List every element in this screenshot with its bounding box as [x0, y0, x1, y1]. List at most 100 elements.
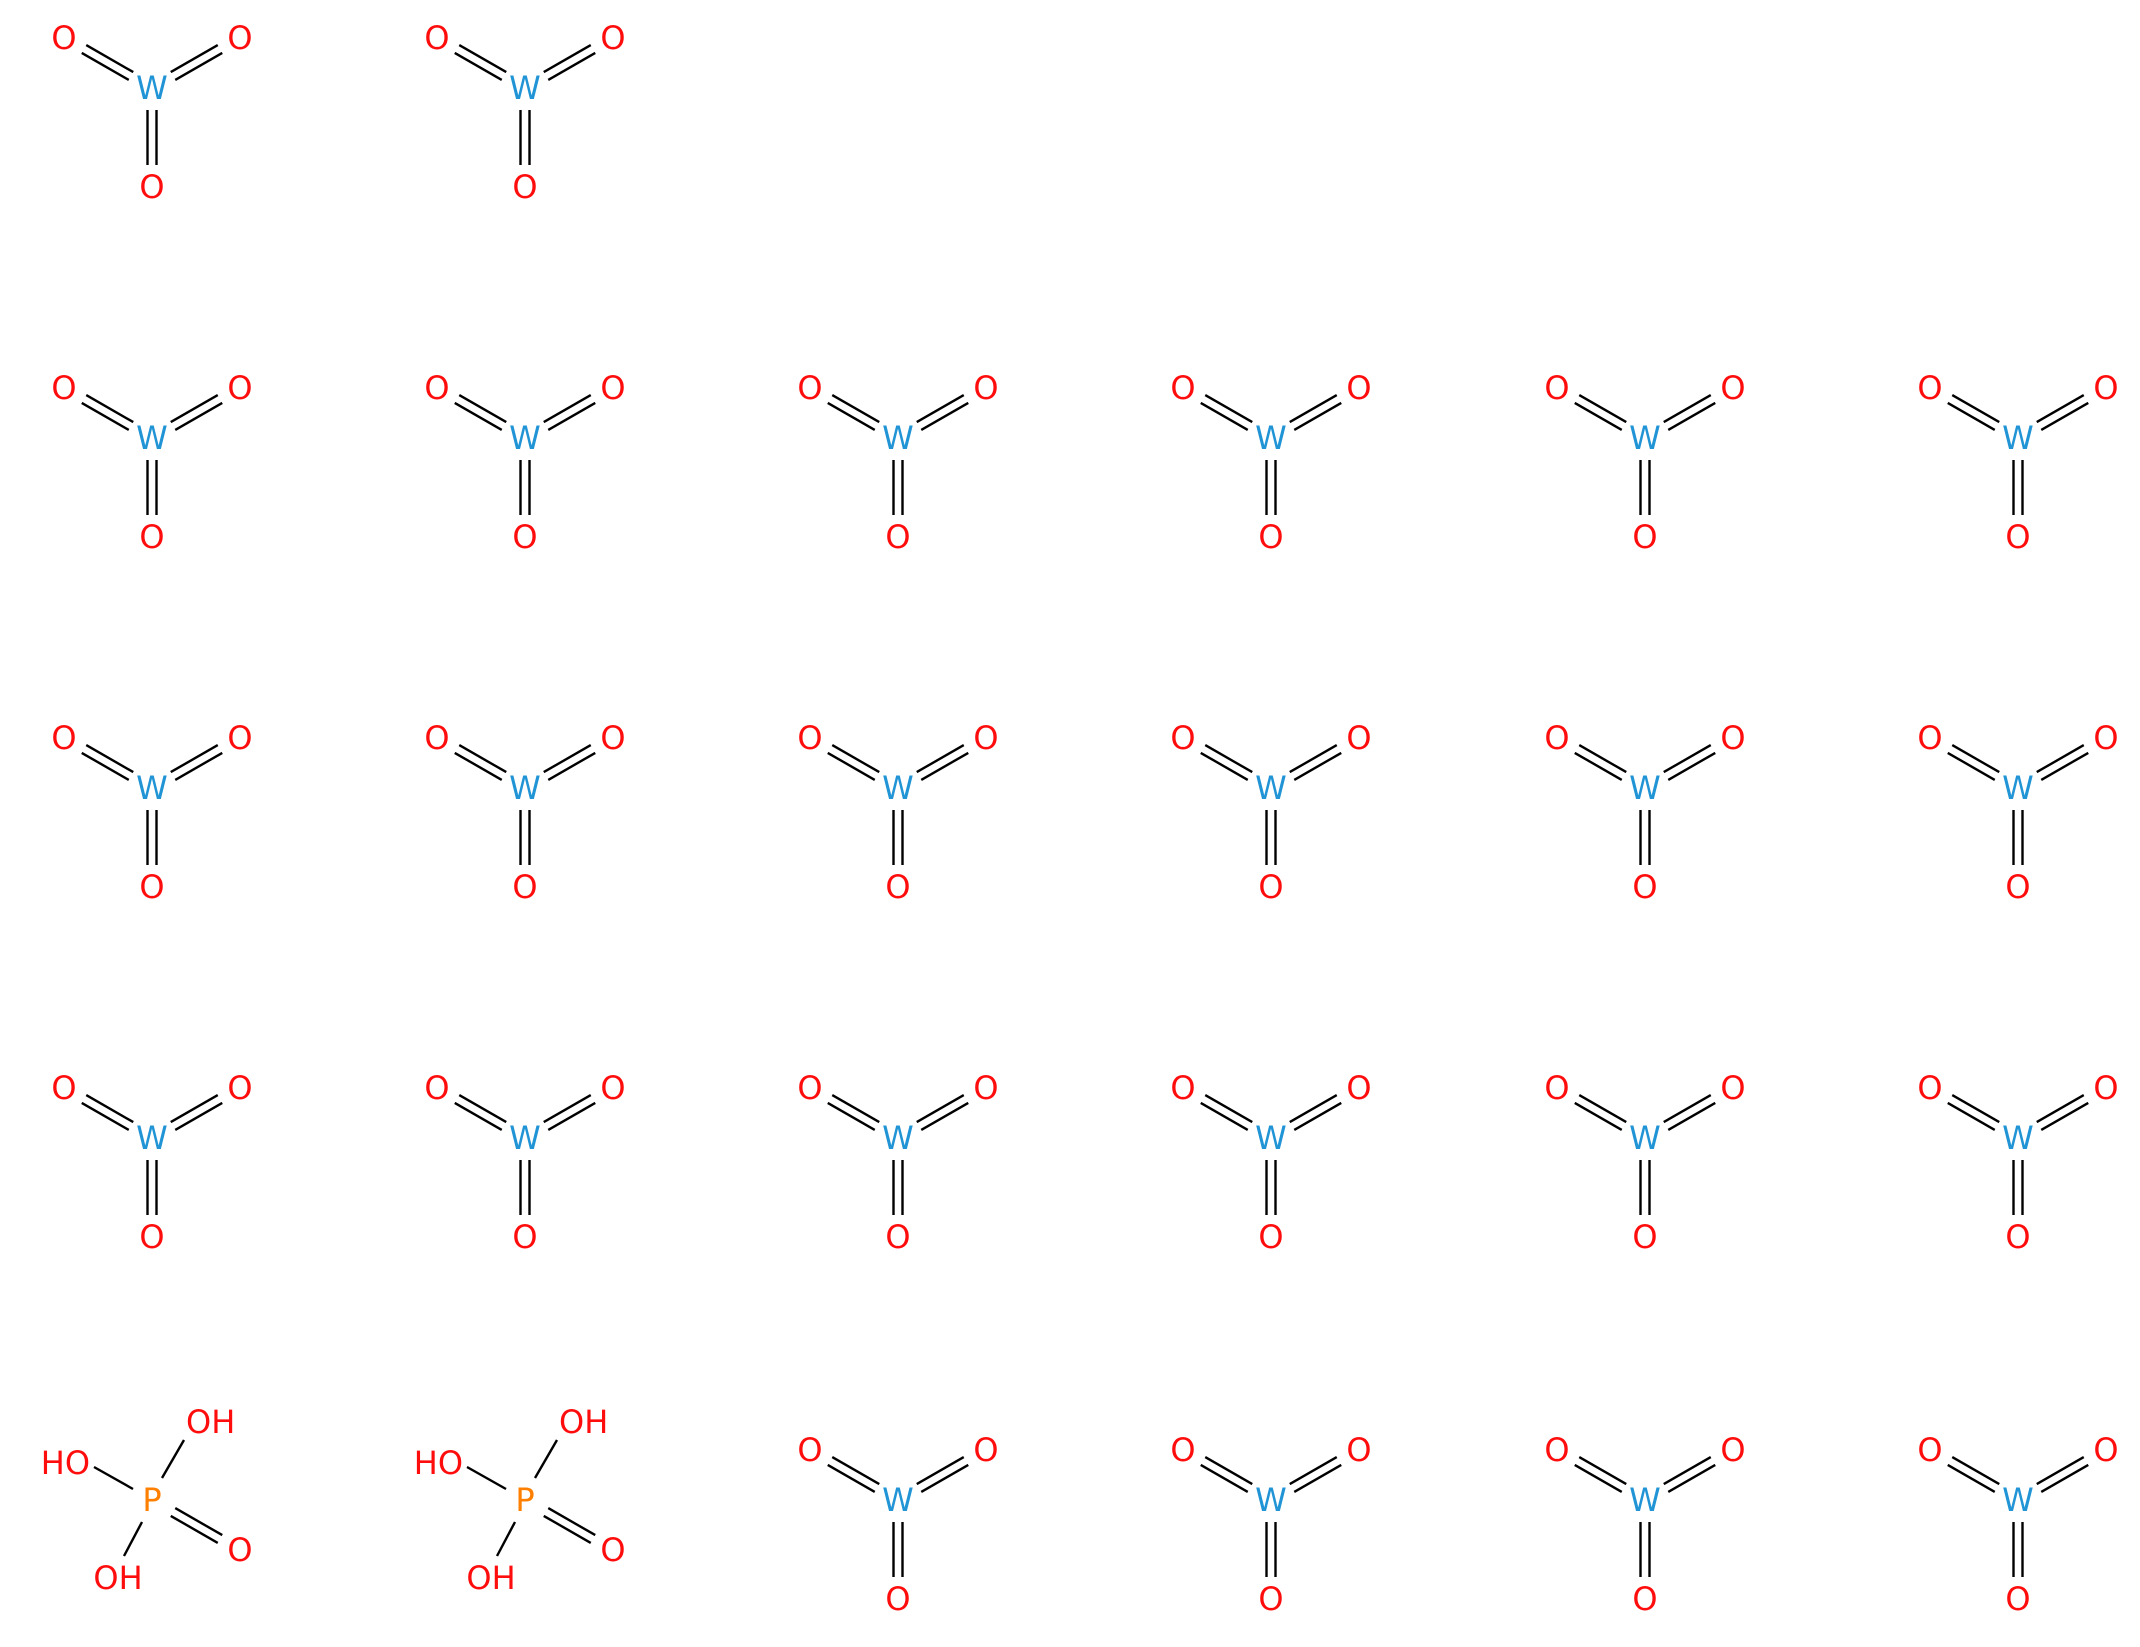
hydroxyl-group: OH: [559, 1403, 608, 1441]
tungsten-atom: W: [136, 69, 168, 107]
double-bond: [831, 744, 880, 774]
double-bond: [920, 751, 969, 781]
double-bond: [458, 44, 507, 74]
double-bond: [543, 394, 592, 424]
phosphorus-atom: P: [515, 1481, 534, 1519]
double-bond: [1951, 744, 2000, 774]
tungsten-atom: W: [882, 1481, 914, 1519]
double-bond: [547, 751, 596, 781]
double-bond: [916, 394, 965, 424]
double-bond: [1204, 394, 1253, 424]
oxygen-atom: O: [139, 868, 164, 906]
oxygen-atom: O: [600, 369, 625, 407]
double-bond: [458, 394, 507, 424]
tungsten-atom: W: [136, 769, 168, 807]
oxygen-atom: O: [227, 1069, 252, 1107]
double-bond: [1947, 1463, 1996, 1493]
oxygen-atom: O: [424, 1069, 449, 1107]
double-bond: [85, 394, 134, 424]
double-bond: [2040, 1463, 2089, 1493]
oxygen-atom: O: [797, 369, 822, 407]
oxygen-atom: O: [424, 369, 449, 407]
hydroxyl-group: OH: [93, 1559, 142, 1597]
double-bond: [1200, 1101, 1249, 1131]
oxygen-atom: O: [973, 369, 998, 407]
oxygen-atom: O: [424, 719, 449, 757]
double-bond: [1293, 401, 1342, 431]
double-bond: [1947, 751, 1996, 781]
oxygen-atom: O: [1544, 719, 1569, 757]
double-bond: [1293, 1101, 1342, 1131]
oxygen-atom: O: [1170, 1069, 1195, 1107]
tungsten-atom: W: [1255, 419, 1287, 457]
tungsten-atom: W: [509, 769, 541, 807]
double-bond: [1667, 401, 1716, 431]
oxygen-atom: O: [512, 518, 537, 556]
oxygen-atom: O: [600, 19, 625, 57]
double-bond: [81, 401, 130, 431]
double-bond: [543, 744, 592, 774]
hydroxyl-group: HO: [414, 1444, 463, 1482]
double-bond: [920, 1101, 969, 1131]
double-bond: [1663, 744, 1712, 774]
tungsten-atom: W: [882, 419, 914, 457]
hydroxyl-group: OH: [466, 1559, 515, 1597]
double-bond: [547, 51, 596, 81]
double-bond: [827, 1101, 876, 1131]
oxygen-atom: O: [973, 1069, 998, 1107]
oxygen-atom: O: [1544, 369, 1569, 407]
oxygen-atom: O: [1170, 1431, 1195, 1469]
tungsten-atom: W: [2002, 1119, 2034, 1157]
tungsten-atom: W: [1629, 1119, 1661, 1157]
double-bond: [543, 1514, 592, 1544]
oxygen-atom: O: [1170, 369, 1195, 407]
hydroxyl-group: OH: [186, 1403, 235, 1441]
oxygen-atom: O: [512, 868, 537, 906]
oxygen-atom: O: [973, 719, 998, 757]
tungsten-atom: W: [2002, 419, 2034, 457]
oxygen-atom: O: [1720, 1431, 1745, 1469]
oxygen-atom: O: [227, 719, 252, 757]
oxygen-atom: O: [51, 719, 76, 757]
double-bond: [920, 401, 969, 431]
tungsten-atom: W: [509, 69, 541, 107]
double-bond: [2036, 744, 2085, 774]
double-bond: [81, 1101, 130, 1131]
double-bond: [916, 1094, 965, 1124]
oxygen-atom: O: [2005, 518, 2030, 556]
oxygen-atom: O: [885, 1580, 910, 1618]
oxygen-atom: O: [51, 19, 76, 57]
oxygen-atom: O: [424, 19, 449, 57]
tungsten-atom: W: [882, 1119, 914, 1157]
double-bond: [454, 401, 503, 431]
oxygen-atom: O: [139, 518, 164, 556]
oxygen-atom: O: [2093, 369, 2118, 407]
phosphorus-atom: P: [142, 1481, 161, 1519]
double-bond: [1578, 1094, 1627, 1124]
oxygen-atom: O: [2005, 868, 2030, 906]
double-bond: [547, 1507, 596, 1537]
oxygen-atom: O: [512, 1218, 537, 1256]
oxygen-atom: O: [227, 369, 252, 407]
double-bond: [920, 1463, 969, 1493]
hydroxyl-group: HO: [41, 1444, 90, 1482]
oxygen-atom: O: [797, 719, 822, 757]
tungsten-atom: W: [509, 1119, 541, 1157]
double-bond: [1289, 394, 1338, 424]
oxygen-atom: O: [1917, 1069, 1942, 1107]
double-bond: [1951, 394, 2000, 424]
double-bond: [1663, 1456, 1712, 1486]
double-bond: [454, 1101, 503, 1131]
oxygen-atom: O: [1632, 868, 1657, 906]
